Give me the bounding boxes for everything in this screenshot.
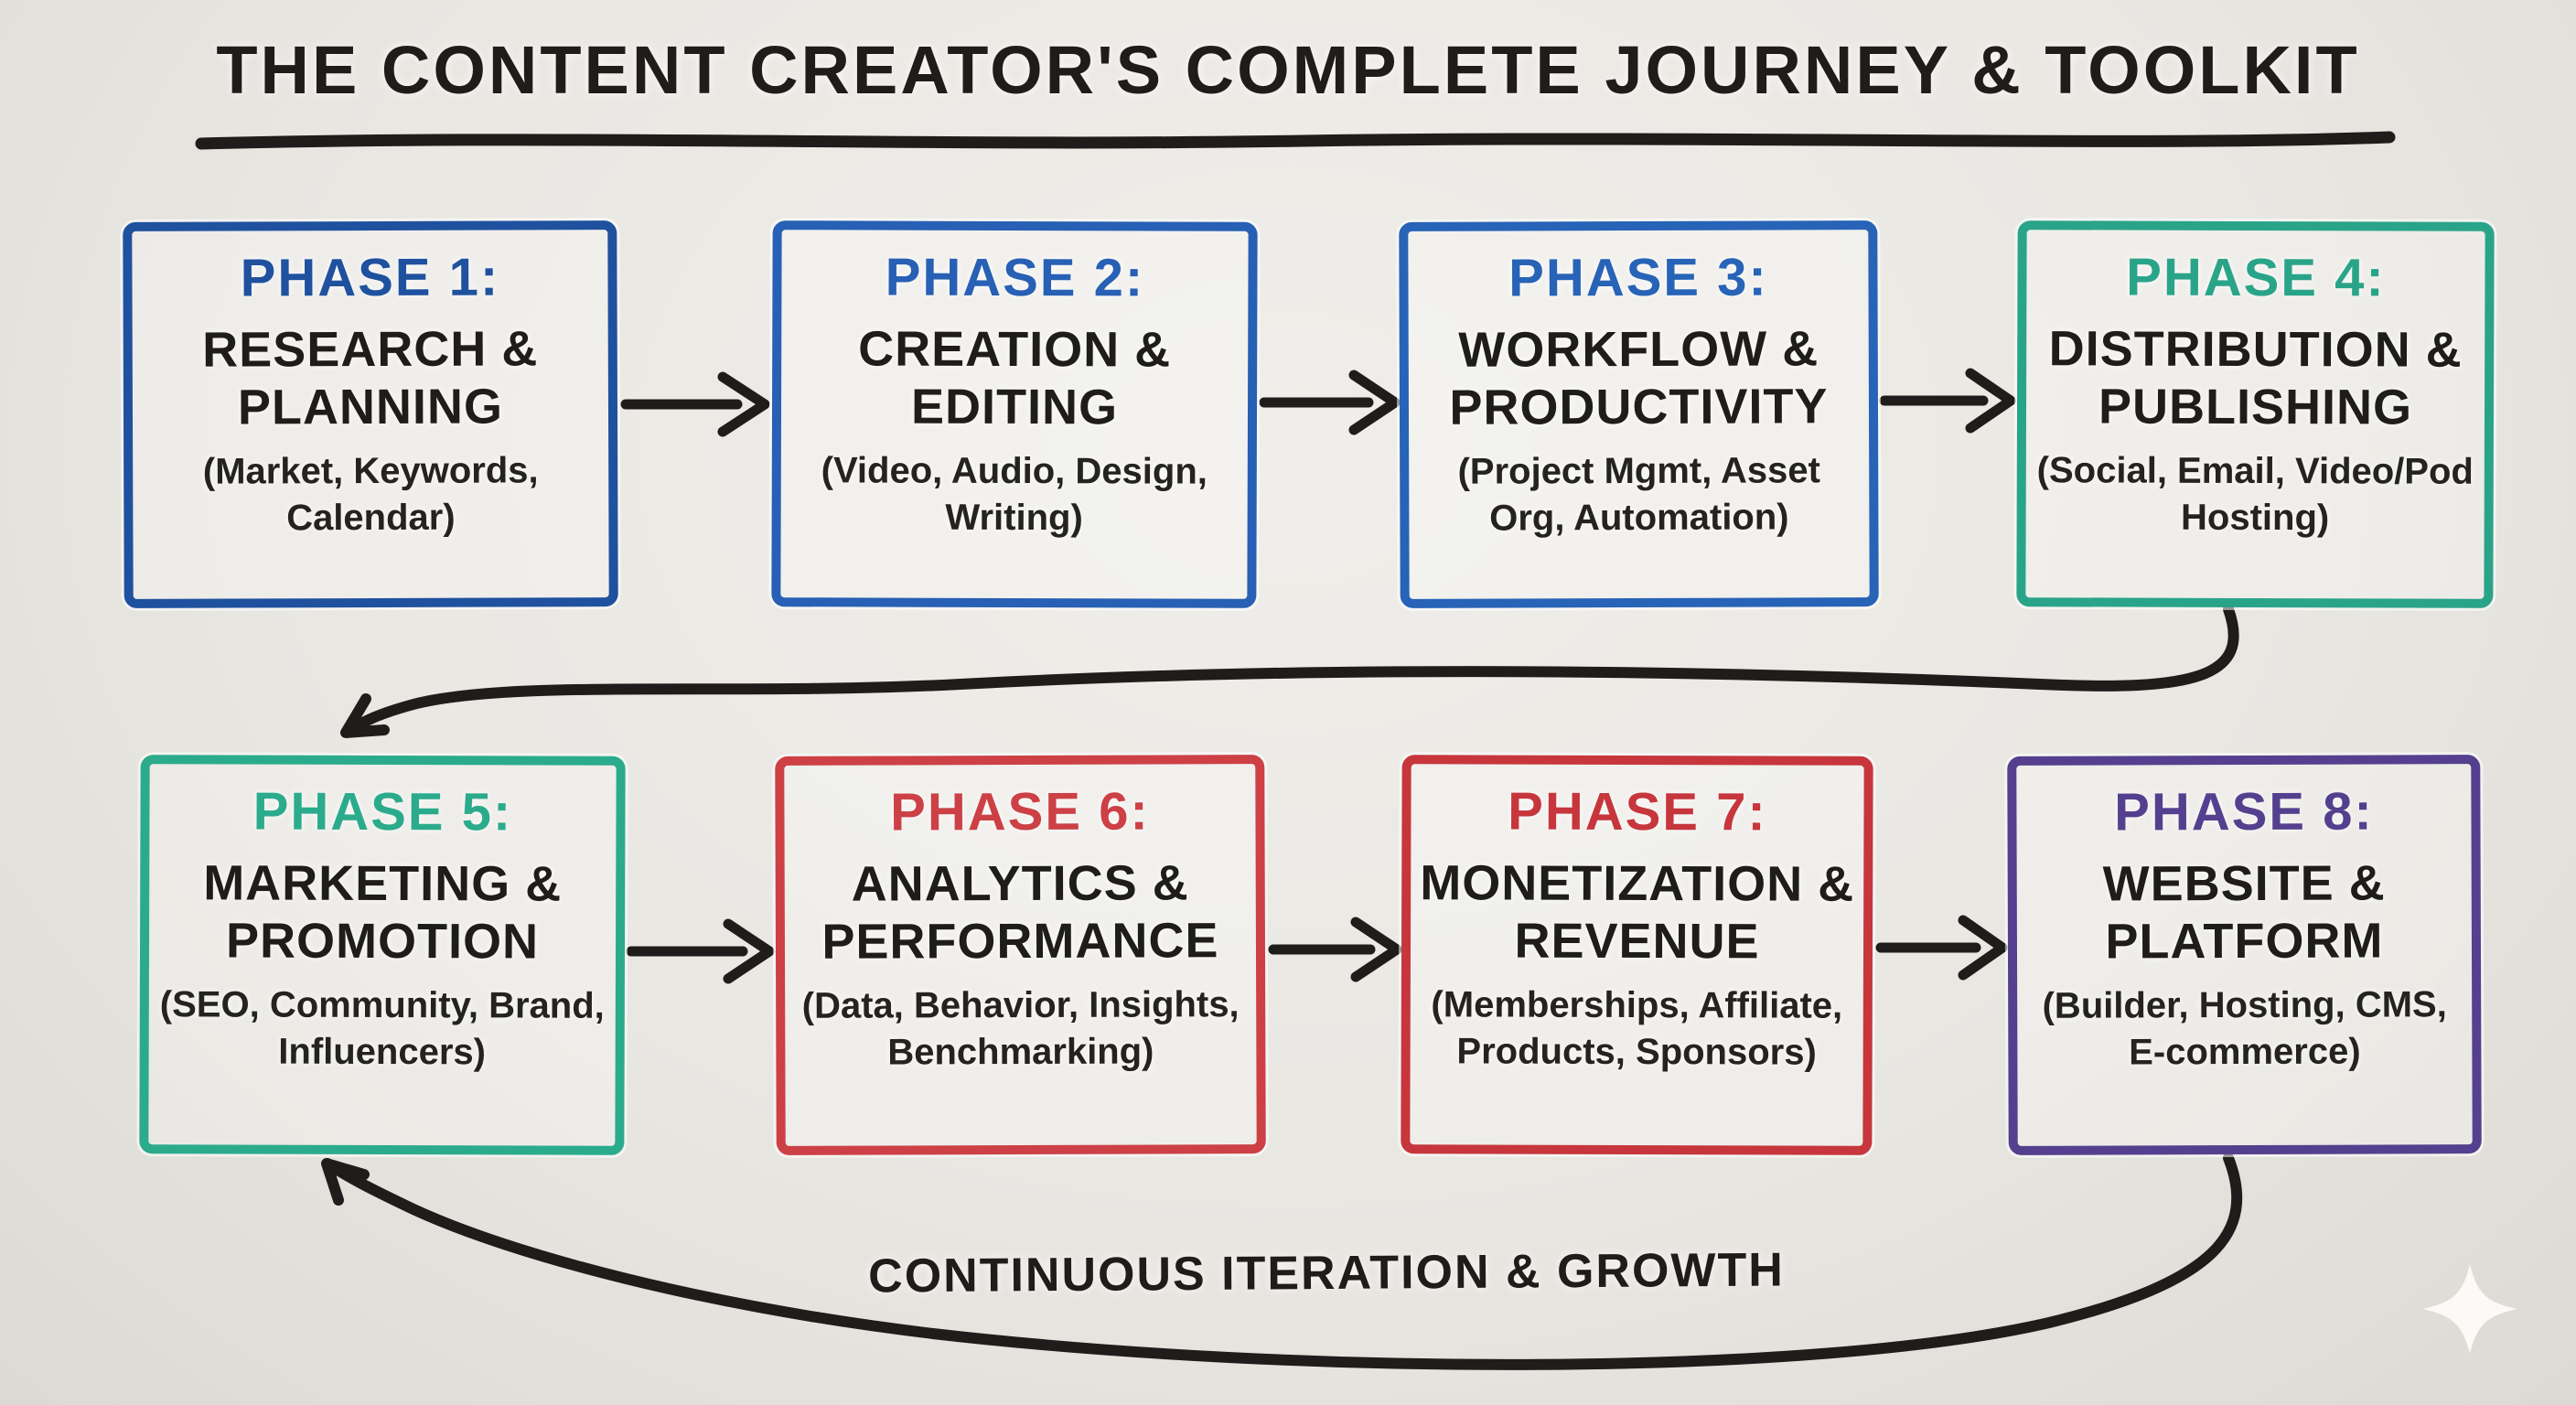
phase-8-box: PHASE 8: WEBSITE & PLATFORM (Builder, Ho… <box>2007 755 2482 1155</box>
arrow-phase1-phase2 <box>620 371 770 437</box>
phase-7-label: PHASE 7: <box>1508 781 1767 842</box>
phase-4-box: PHASE 4: DISTRIBUTION & PUBLISHING (Soci… <box>2016 220 2495 608</box>
phase-1-detail: (Market, Keywords, Calendar) <box>202 450 539 539</box>
phase-7-detail: (Memberships, Affiliate, Products, Spons… <box>1431 984 1843 1074</box>
phase-6-title: ANALYTICS & PERFORMANCE <box>821 855 1219 970</box>
phase-5-label: PHASE 5: <box>252 781 513 842</box>
phase-7-title: MONETIZATION & REVENUE <box>1420 855 1855 969</box>
continuous-iteration-label: CONTINUOUS ITERATION & GROWTH <box>867 1243 1786 1303</box>
phase-2-label: PHASE 2: <box>885 247 1145 308</box>
arrow-phase3-phase4 <box>1879 368 2016 434</box>
phase-6-detail: (Data, Behavior, Insights, Benchmarking) <box>801 984 1240 1073</box>
title-underline <box>195 131 2396 150</box>
page-title: THE CONTENT CREATOR'S COMPLETE JOURNEY &… <box>216 32 2360 108</box>
phase-8-label: PHASE 8: <box>2114 781 2374 842</box>
arrow-phase6-phase7 <box>1268 917 1402 982</box>
phase-3-label: PHASE 3: <box>1508 247 1768 308</box>
phase-3-title: WORKFLOW & PRODUCTIVITY <box>1449 321 1829 435</box>
connector-phase4-phase5 <box>340 604 2239 738</box>
phase-6-label: PHASE 6: <box>890 781 1150 842</box>
phase-5-detail: (SEO, Community, Brand, Influencers) <box>159 984 605 1073</box>
phase-8-detail: (Builder, Hosting, CMS, E-commerce) <box>2042 984 2447 1073</box>
phase-4-title: DISTRIBUTION & PUBLISHING <box>2048 321 2463 435</box>
phase-1-box: PHASE 1: RESEARCH & PLANNING (Market, Ke… <box>123 220 618 608</box>
phase-8-title: WEBSITE & PLATFORM <box>2102 855 2386 970</box>
sparkle-icon <box>2422 1264 2517 1354</box>
phase-6-box: PHASE 6: ANALYTICS & PERFORMANCE (Data, … <box>775 755 1266 1155</box>
connector-phase8-phase5-loop <box>321 1153 2243 1370</box>
arrow-phase7-phase8 <box>1875 915 2008 981</box>
phase-3-box: PHASE 3: WORKFLOW & PRODUCTIVITY (Projec… <box>1399 220 1879 608</box>
phase-5-box: PHASE 5: MARKETING & PROMOTION (SEO, Com… <box>139 755 626 1155</box>
phase-3-detail: (Project Mgmt, Asset Org, Automation) <box>1457 450 1820 539</box>
phase-2-box: PHASE 2: CREATION & EDITING (Video, Audi… <box>771 220 1258 608</box>
phase-7-box: PHASE 7: MONETIZATION & REVENUE (Members… <box>1401 755 1873 1155</box>
phase-1-label: PHASE 1: <box>240 247 500 308</box>
phase-2-title: CREATION & EDITING <box>858 321 1172 434</box>
phase-1-title: RESEARCH & PLANNING <box>202 321 539 435</box>
phase-4-detail: (Social, Email, Video/Pod Hosting) <box>2036 450 2474 539</box>
arrow-phase2-phase3 <box>1259 370 1401 435</box>
arrow-phase5-phase6 <box>626 918 775 984</box>
phase-2-detail: (Video, Audio, Design, Writing) <box>821 450 1208 539</box>
phase-5-title: MARKETING & PROMOTION <box>203 855 563 970</box>
phase-4-label: PHASE 4: <box>2126 247 2386 308</box>
